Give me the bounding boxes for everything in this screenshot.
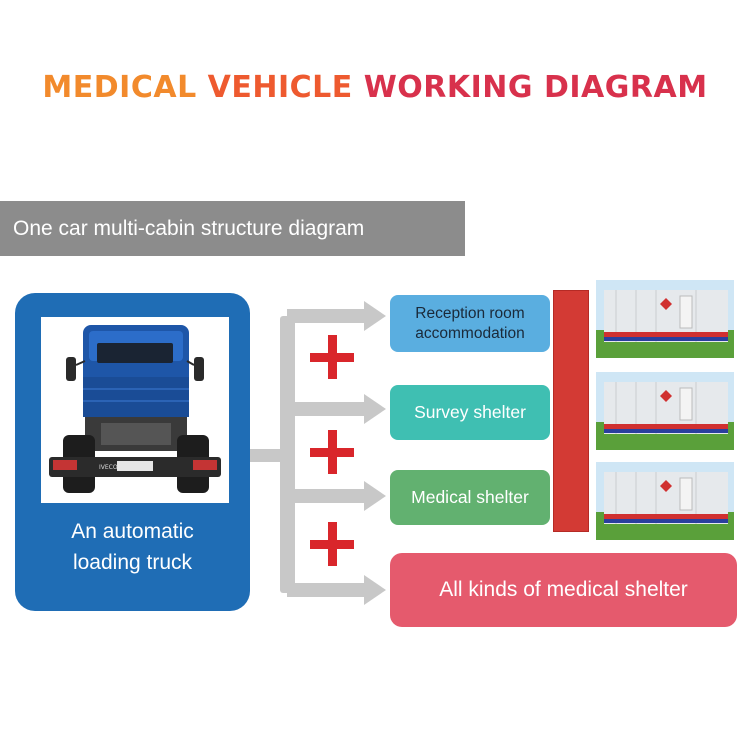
reception-room-box: Reception room accommodation: [390, 295, 550, 352]
all-medical-shelters-box: All kinds of medical shelter: [390, 553, 737, 627]
page-title: MEDICAL VEHICLE WORKING DIAGRAM: [0, 70, 750, 105]
title-word-vehicle: VEHICLE: [207, 70, 353, 105]
truck-photo: IVECO: [41, 317, 229, 503]
title-word-working-diagram: WORKING DIAGRAM: [363, 70, 708, 105]
reception-line-1: Reception room: [415, 304, 525, 322]
title-word-medical: MEDICAL: [42, 70, 197, 105]
shelter-group-bar: [553, 290, 589, 532]
truck-caption: An automatic loading truck: [15, 516, 250, 578]
truck-caption-line-2: loading truck: [72, 551, 193, 574]
survey-shelter-box: Survey shelter: [390, 385, 550, 440]
branch-4-shaft: [287, 583, 365, 597]
shelter-photo-3: [596, 462, 734, 540]
plus-icon: [310, 335, 354, 379]
shelter-photo-1: [596, 280, 734, 358]
arrow-right-icon: [364, 301, 386, 331]
truck-panel: IVECO An automatic loading truck: [15, 293, 250, 611]
plus-icon: [310, 430, 354, 474]
branch-1-shaft: [287, 309, 365, 323]
branch-3-shaft: [287, 489, 365, 503]
arrow-right-icon: [364, 394, 386, 424]
plus-icon: [310, 522, 354, 566]
shelter-photo-2: [596, 372, 734, 450]
truck-caption-line-1: An automatic: [71, 520, 194, 543]
branch-2-shaft: [287, 402, 365, 416]
reception-line-2: accommodation: [415, 324, 525, 342]
connector-trunk: [280, 316, 295, 593]
truck-illustration: IVECO: [41, 317, 229, 503]
arrow-right-icon: [364, 575, 386, 605]
medical-shelter-box: Medical shelter: [390, 470, 550, 525]
section-header: One car multi-cabin structure diagram: [0, 201, 465, 256]
truck-brand-badge: IVECO: [99, 464, 118, 471]
arrow-right-icon: [364, 481, 386, 511]
